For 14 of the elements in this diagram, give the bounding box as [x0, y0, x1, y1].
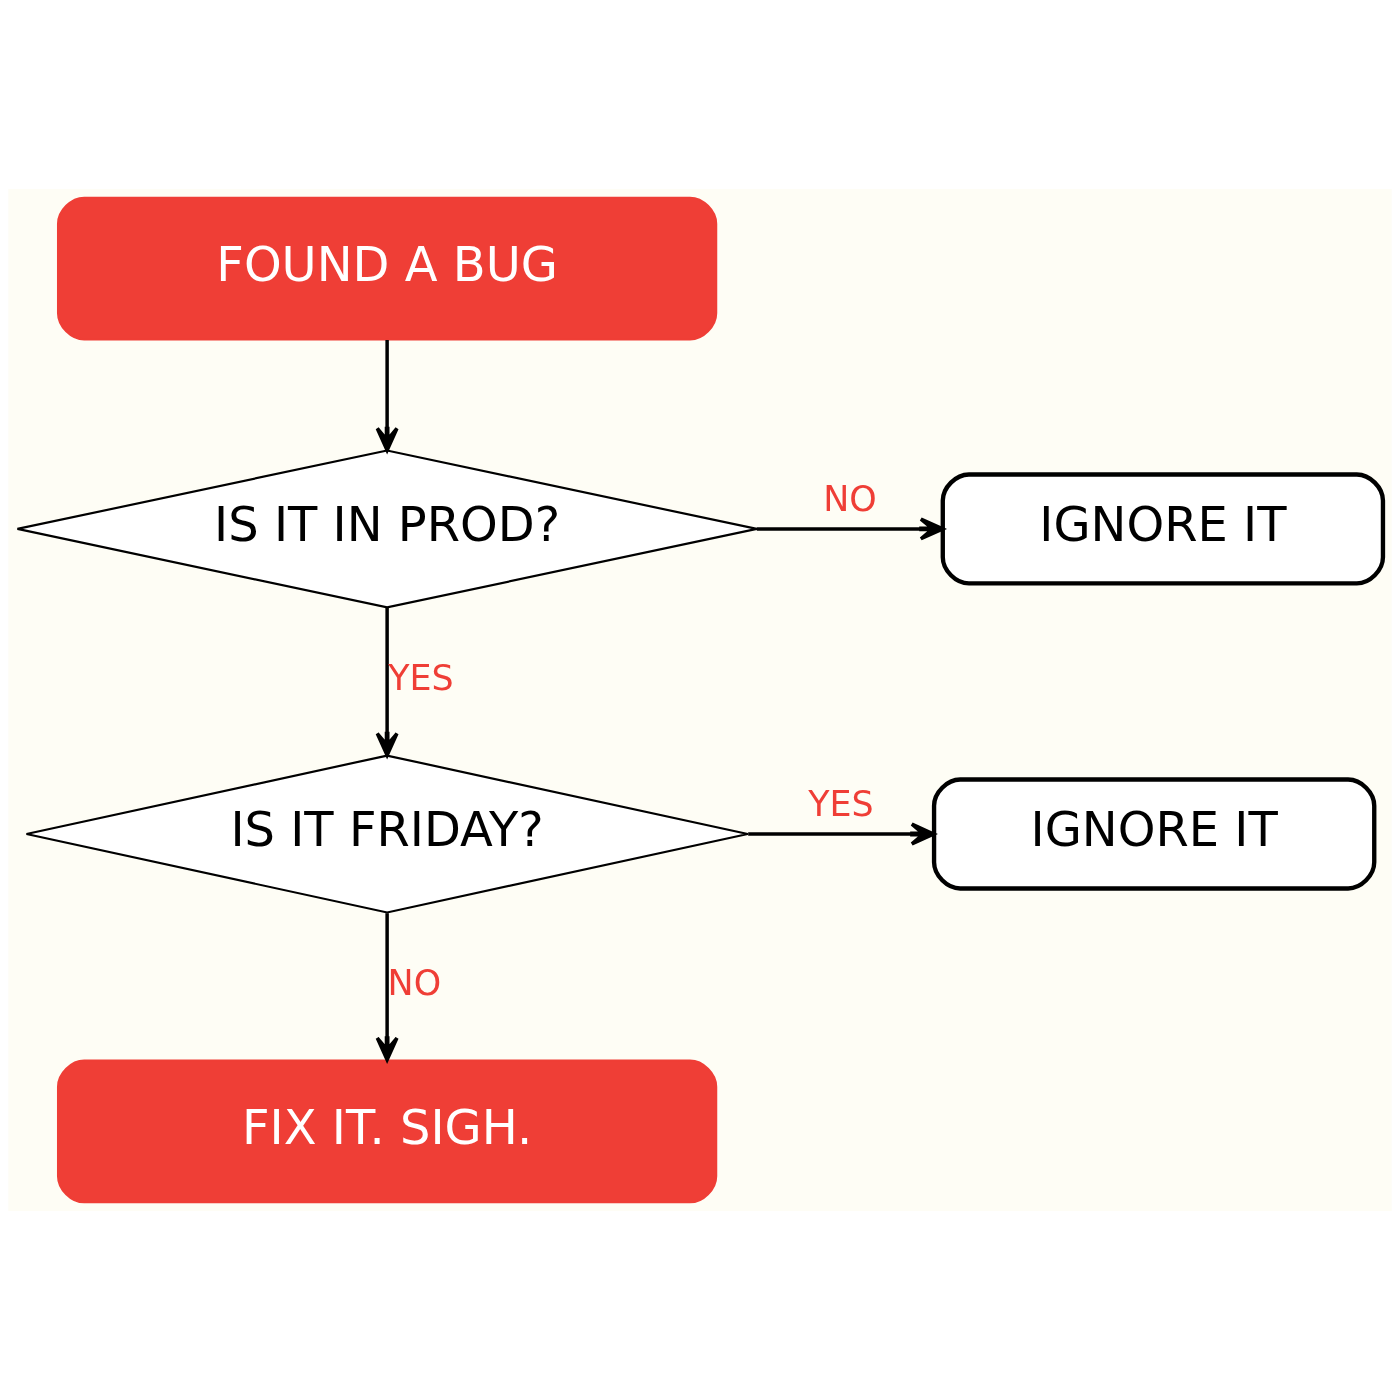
arrow [375, 340, 399, 452]
node-box: FIX IT. SIGH. [57, 1059, 718, 1204]
arrow [375, 607, 399, 758]
node-box: IGNORE IT [931, 777, 1377, 891]
node-box: IGNORE IT [940, 472, 1386, 586]
edge-label: YES [808, 784, 874, 825]
arrow [748, 822, 936, 846]
node-diamond: IS IT IN PROD? [16, 449, 758, 609]
arrow [756, 517, 945, 541]
node-box: FOUND A BUG [57, 196, 718, 341]
arrow [375, 913, 399, 1062]
node-diamond: IS IT FRIDAY? [25, 754, 749, 914]
edge-label: NO [387, 962, 442, 1003]
edge-label: NO [823, 479, 877, 520]
